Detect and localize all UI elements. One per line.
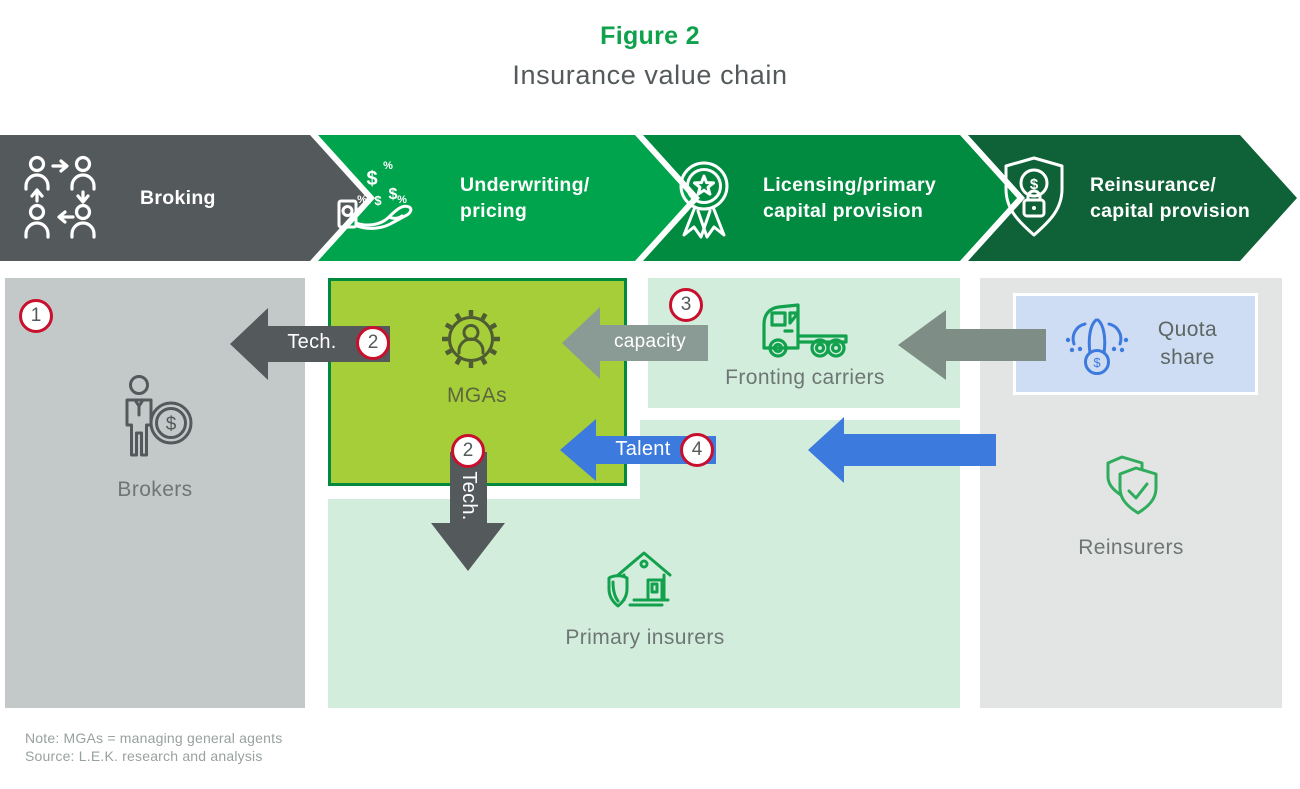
svg-text:$: $ [166, 414, 177, 435]
award-ribbon-icon [679, 161, 729, 239]
double-shield-check-icon [1106, 455, 1158, 515]
figure-number: Figure 2 [600, 22, 700, 50]
step-badge-1: 1 [19, 299, 53, 333]
brokers-label: Brokers [117, 478, 193, 501]
value-chain-chevron-band: Broking $ $ $ % % % Underwriting/ pricin… [0, 133, 1300, 263]
truck-icon [762, 303, 848, 358]
svg-text:%: % [357, 194, 367, 206]
gear-person-icon [442, 310, 500, 368]
chevron-underwriting-label-2: pricing [460, 200, 528, 222]
talent-arrow-label: Talent [615, 438, 671, 460]
svg-text:$: $ [1093, 355, 1101, 370]
chevron-licensing-shape [643, 135, 1017, 261]
chevron-broking-label: Broking [140, 187, 216, 209]
money-flow-icon: $ [1065, 318, 1129, 375]
house-shield-icon [607, 551, 672, 608]
chevron-licensing-label-2: capital provision [763, 200, 924, 222]
chevron-reinsurance-shape [968, 135, 1297, 261]
step-badge-4: 4 [680, 433, 714, 467]
hand-money-icon: $ $ $ % % % [337, 160, 413, 230]
chevron-underwriting-label: Underwriting/ [460, 174, 590, 196]
svg-text:%: % [383, 160, 393, 172]
figure-title: Insurance value chain [512, 60, 788, 90]
figure-note: Note: MGAs = managing general agents [25, 730, 283, 746]
figure-source: Source: L.E.K. research and analysis [25, 748, 263, 764]
svg-text:$: $ [374, 193, 382, 208]
svg-text:$: $ [1030, 176, 1039, 193]
mgas-label: MGAs [447, 384, 507, 407]
chevron-underwriting-shape [318, 135, 692, 261]
capacity-arrow-label: capacity [613, 331, 687, 352]
primary-insurers-label: Primary insurers [565, 626, 725, 649]
svg-text:%: % [397, 194, 407, 206]
person-coin-icon: $ [125, 375, 193, 457]
chevron-reinsurance-label: Reinsurance/ [1090, 174, 1217, 196]
svg-text:$: $ [389, 186, 398, 203]
chevron-reinsurance-label-2: capital provision [1090, 200, 1251, 222]
shield-dollar-lock-icon: $ [1004, 156, 1064, 237]
tech-to-brokers-arrow-label: Tech. [287, 331, 337, 353]
people-exchange-icon [24, 155, 96, 239]
svg-text:$: $ [366, 168, 377, 190]
quota-share-box [1013, 293, 1258, 395]
step-badge-2-tech-down: 2 [451, 434, 485, 468]
step-badge-3: 3 [669, 288, 703, 322]
tech-to-primary-arrow-label: Tech. [458, 471, 480, 521]
step-badge-2-tech: 2 [356, 326, 390, 360]
quota-share-label: Quota share [1157, 318, 1218, 369]
reinsurers-label: Reinsurers [1078, 536, 1184, 559]
fronting-carriers-label: Fronting carriers [725, 366, 885, 389]
chevron-licensing-label: Licensing/primary [763, 174, 937, 196]
